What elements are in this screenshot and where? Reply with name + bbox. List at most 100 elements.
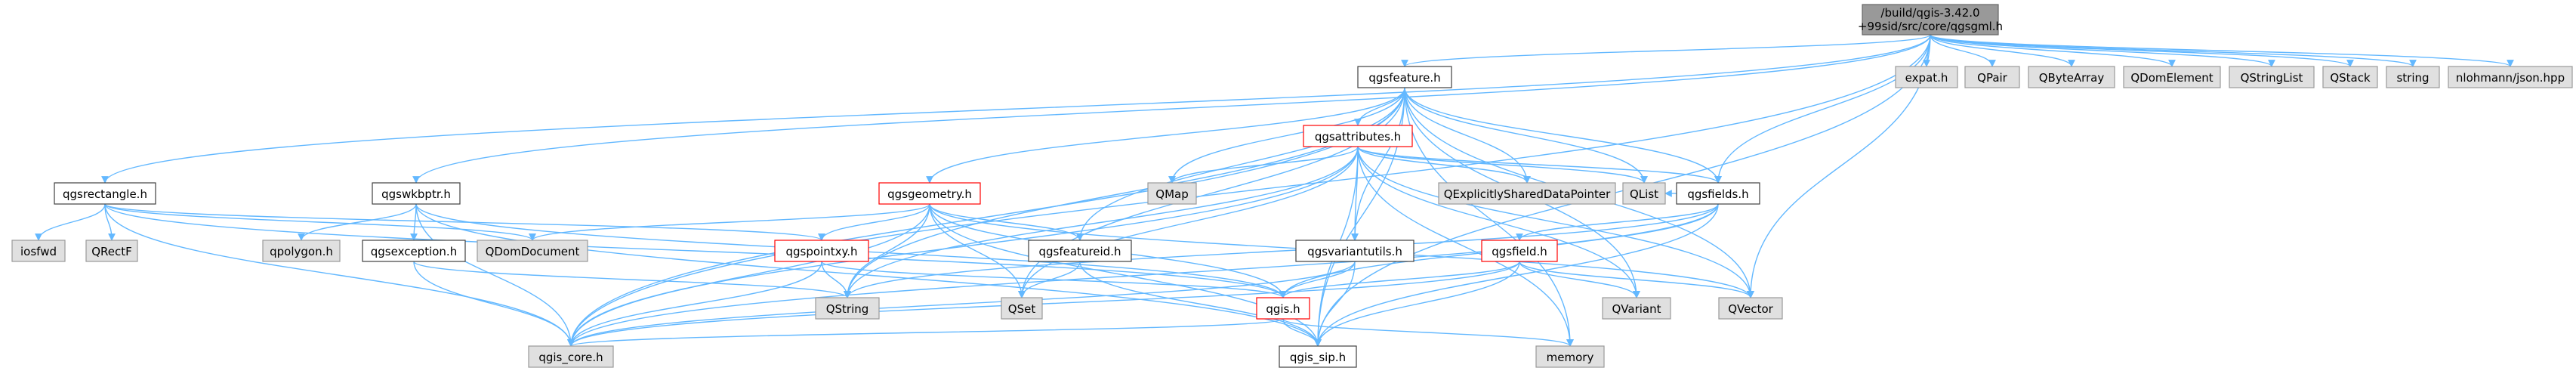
edge-qgsattributes-to-qstring — [844, 146, 1359, 298]
node-label: QList — [1630, 187, 1658, 201]
edge-qgsgeometry-to-qgiscore — [567, 203, 930, 347]
node-label: qgsattributes.h — [1315, 130, 1401, 144]
node-qpair: QPair — [1964, 66, 2020, 88]
edge-qgis-to-memory — [1282, 318, 1574, 347]
node-label: QVector — [1728, 302, 1773, 316]
edge-root-to-qgsrectangle — [101, 34, 1931, 184]
node-qgissip[interactable]: qgis_sip.h — [1279, 345, 1357, 368]
edge-qgsfeature-to-qmap — [1168, 87, 1405, 184]
node-qgis[interactable]: qgis.h — [1256, 297, 1310, 320]
edge-qgsgeometry-to-qdomdocument — [529, 203, 930, 241]
node-label: QVariant — [1612, 302, 1661, 316]
edge-qgis-to-qgiscore — [567, 318, 1284, 347]
node-qgsfield[interactable]: qgsfield.h — [1481, 240, 1558, 262]
edge-qgsfeature-to-memory — [1404, 87, 1574, 347]
node-qgsfeatureid[interactable]: qgsfeatureid.h — [1028, 240, 1132, 262]
edge-qgsattributes-to-qexplicit — [1357, 146, 1531, 184]
node-qvariant: QVariant — [1602, 297, 1671, 320]
node-label: qgsrectangle.h — [63, 187, 147, 201]
node-label: qpolygon.h — [270, 245, 333, 258]
edge-qgsattributes-to-qlist — [1357, 146, 1648, 184]
edge-qgsrectangle-to-iosfwd — [35, 203, 106, 241]
node-qexplicit: QExplicitlySharedDataPointer — [1438, 182, 1616, 205]
edge-qgsattributes-to-qgsfields — [1357, 146, 1722, 184]
edge-qgsgeometry-to-qstring — [844, 203, 930, 298]
edge-qgis-to-qgissip — [1282, 318, 1322, 347]
node-label: QPair — [1977, 71, 2008, 85]
node-memory: memory — [1535, 345, 1605, 368]
node-qgsattributes[interactable]: qgsattributes.h — [1303, 125, 1413, 147]
node-qgswkbptr[interactable]: qgswkbptr.h — [372, 182, 461, 205]
edge-root-to-nlohmann — [1930, 34, 2514, 67]
node-label: QSet — [1008, 302, 1036, 316]
edge-qgsfeature-to-qlist — [1404, 87, 1648, 184]
node-expat: expat.h — [1895, 66, 1958, 88]
edge-qgswkbptr-to-qpolygon — [298, 203, 417, 241]
node-label: QMap — [1155, 187, 1188, 201]
node-qstring: QString — [815, 297, 880, 320]
node-qmap: QMap — [1147, 182, 1197, 205]
node-label: expat.h — [1905, 71, 1948, 85]
node-qgsfeature[interactable]: qgsfeature.h — [1357, 66, 1452, 88]
node-qgspointxy[interactable]: qgspointxy.h — [774, 240, 869, 262]
edge-root-to-qgiscore — [567, 34, 1931, 347]
edge-qgsfeatureid-to-qset — [1018, 261, 1081, 298]
edge-qgsattributes-to-qvector — [1357, 146, 1754, 298]
edge-qgsfeature-to-qgsfeatureid — [1076, 87, 1405, 241]
node-qgsrectangle[interactable]: qgsrectangle.h — [54, 182, 156, 205]
node-label: QRectF — [91, 245, 132, 258]
edge-qgsfield-to-qvariant — [1519, 261, 1640, 298]
edge-qgsgeometry-to-qgissip — [929, 203, 1322, 347]
edge-qgsgeometry-to-qgsfeatureid — [929, 203, 1084, 241]
edge-qgsrectangle-to-qgis — [104, 203, 1287, 298]
edge-qgsexception-to-qgiscore — [413, 261, 575, 347]
node-label: qgis_sip.h — [1290, 351, 1346, 365]
node-label: /build/qgis-3.42.0 — [1880, 6, 1979, 20]
dependency-nodes: /build/qgis-3.42.0+99sid/src/core/qgsgml… — [11, 4, 2573, 368]
node-qgsvariantutils[interactable]: qgsvariantutils.h — [1295, 240, 1414, 262]
node-qset: QSet — [1001, 297, 1043, 320]
edge-root-to-qgsfields — [1714, 34, 1931, 184]
node-string: string — [2386, 66, 2440, 88]
edge-qgsfeatureid-to-qgissip — [1079, 261, 1322, 347]
node-iosfwd: iosfwd — [11, 240, 66, 262]
edge-qgsfield-to-qgiscore — [567, 261, 1520, 347]
node-qstringlist: QStringList — [2229, 66, 2315, 88]
node-qgiscore: qgis_core.h — [528, 345, 614, 368]
edge-qgsattributes-to-memory — [1357, 146, 1574, 347]
edge-qgsfeature-to-qgsgeometry — [926, 87, 1405, 184]
edge-qgsrectangle-to-qgspointxy — [104, 203, 825, 241]
node-label: qgsfields.h — [1687, 187, 1748, 201]
node-qbytearray: QByteArray — [2028, 66, 2115, 88]
node-label: QExplicitlySharedDataPointer — [1444, 187, 1611, 201]
edge-qgsrectangle-to-qgiscore — [104, 203, 575, 347]
edge-qgsfields-to-qgiscore — [567, 203, 1719, 347]
node-nlohmann: nlohmann/json.hpp — [2448, 66, 2573, 88]
node-qgsgeometry[interactable]: qgsgeometry.h — [878, 182, 981, 205]
edge-qgsattributes-to-qmap — [1168, 146, 1359, 184]
node-label: qgsvariantutils.h — [1307, 245, 1402, 258]
node-label: QByteArray — [2039, 71, 2105, 85]
node-root[interactable]: /build/qgis-3.42.0+99sid/src/core/qgsgml… — [1858, 4, 2003, 36]
edge-root-to-string — [1930, 34, 2417, 67]
node-label: +99sid/src/core/qgsgml.h — [1858, 20, 2003, 33]
edge-root-to-qgswkbptr — [412, 34, 1931, 184]
node-label: qgsfeatureid.h — [1039, 245, 1121, 258]
node-label: qgsfeature.h — [1368, 71, 1440, 85]
edge-qgsgeometry-to-qgspointxy — [818, 203, 930, 241]
edge-qgsexception-to-qstring — [413, 261, 851, 298]
node-label: string — [2396, 71, 2429, 85]
node-qgsfields[interactable]: qgsfields.h — [1676, 182, 1760, 205]
edge-root-to-qdomelement — [1930, 34, 2176, 67]
edge-root-to-qgsfeature — [1401, 34, 1931, 67]
node-label: QDomDocument — [486, 245, 580, 258]
edge-qgsfield-to-qgissip — [1314, 261, 1520, 347]
node-qgsexception[interactable]: qgsexception.h — [362, 240, 466, 262]
node-label: QStack — [2330, 71, 2371, 85]
edge-qgspointxy-to-qstring — [821, 261, 851, 298]
edge-qgsfield-to-qvector — [1519, 261, 1754, 298]
edge-qgsfeature-to-qgsfields — [1404, 87, 1722, 184]
edge-qgswkbptr-to-qgiscore — [415, 203, 575, 347]
node-label: qgis_core.h — [538, 351, 603, 365]
